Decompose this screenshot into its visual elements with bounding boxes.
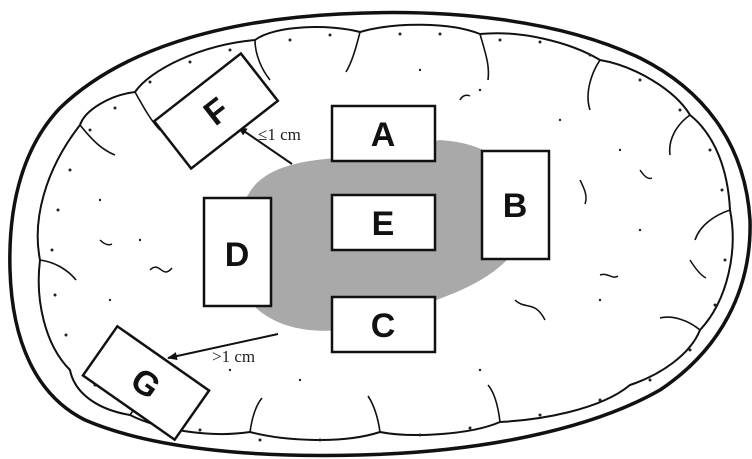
sample-box-b: B [482,151,549,259]
label-near-distance: ≤1 cm [258,125,301,144]
sample-box-e: E [332,195,435,250]
sample-box-d: D [204,198,271,306]
sample-box-f: F [154,53,278,168]
box-label-e: E [372,205,395,243]
label-far-distance: >1 cm [212,347,255,366]
box-label-c: C [371,307,396,345]
sample-box-a: A [332,106,435,161]
box-label-a: A [371,116,396,154]
sample-box-c: C [332,297,435,352]
box-label-d: D [225,236,250,274]
box-label-b: B [503,187,528,225]
